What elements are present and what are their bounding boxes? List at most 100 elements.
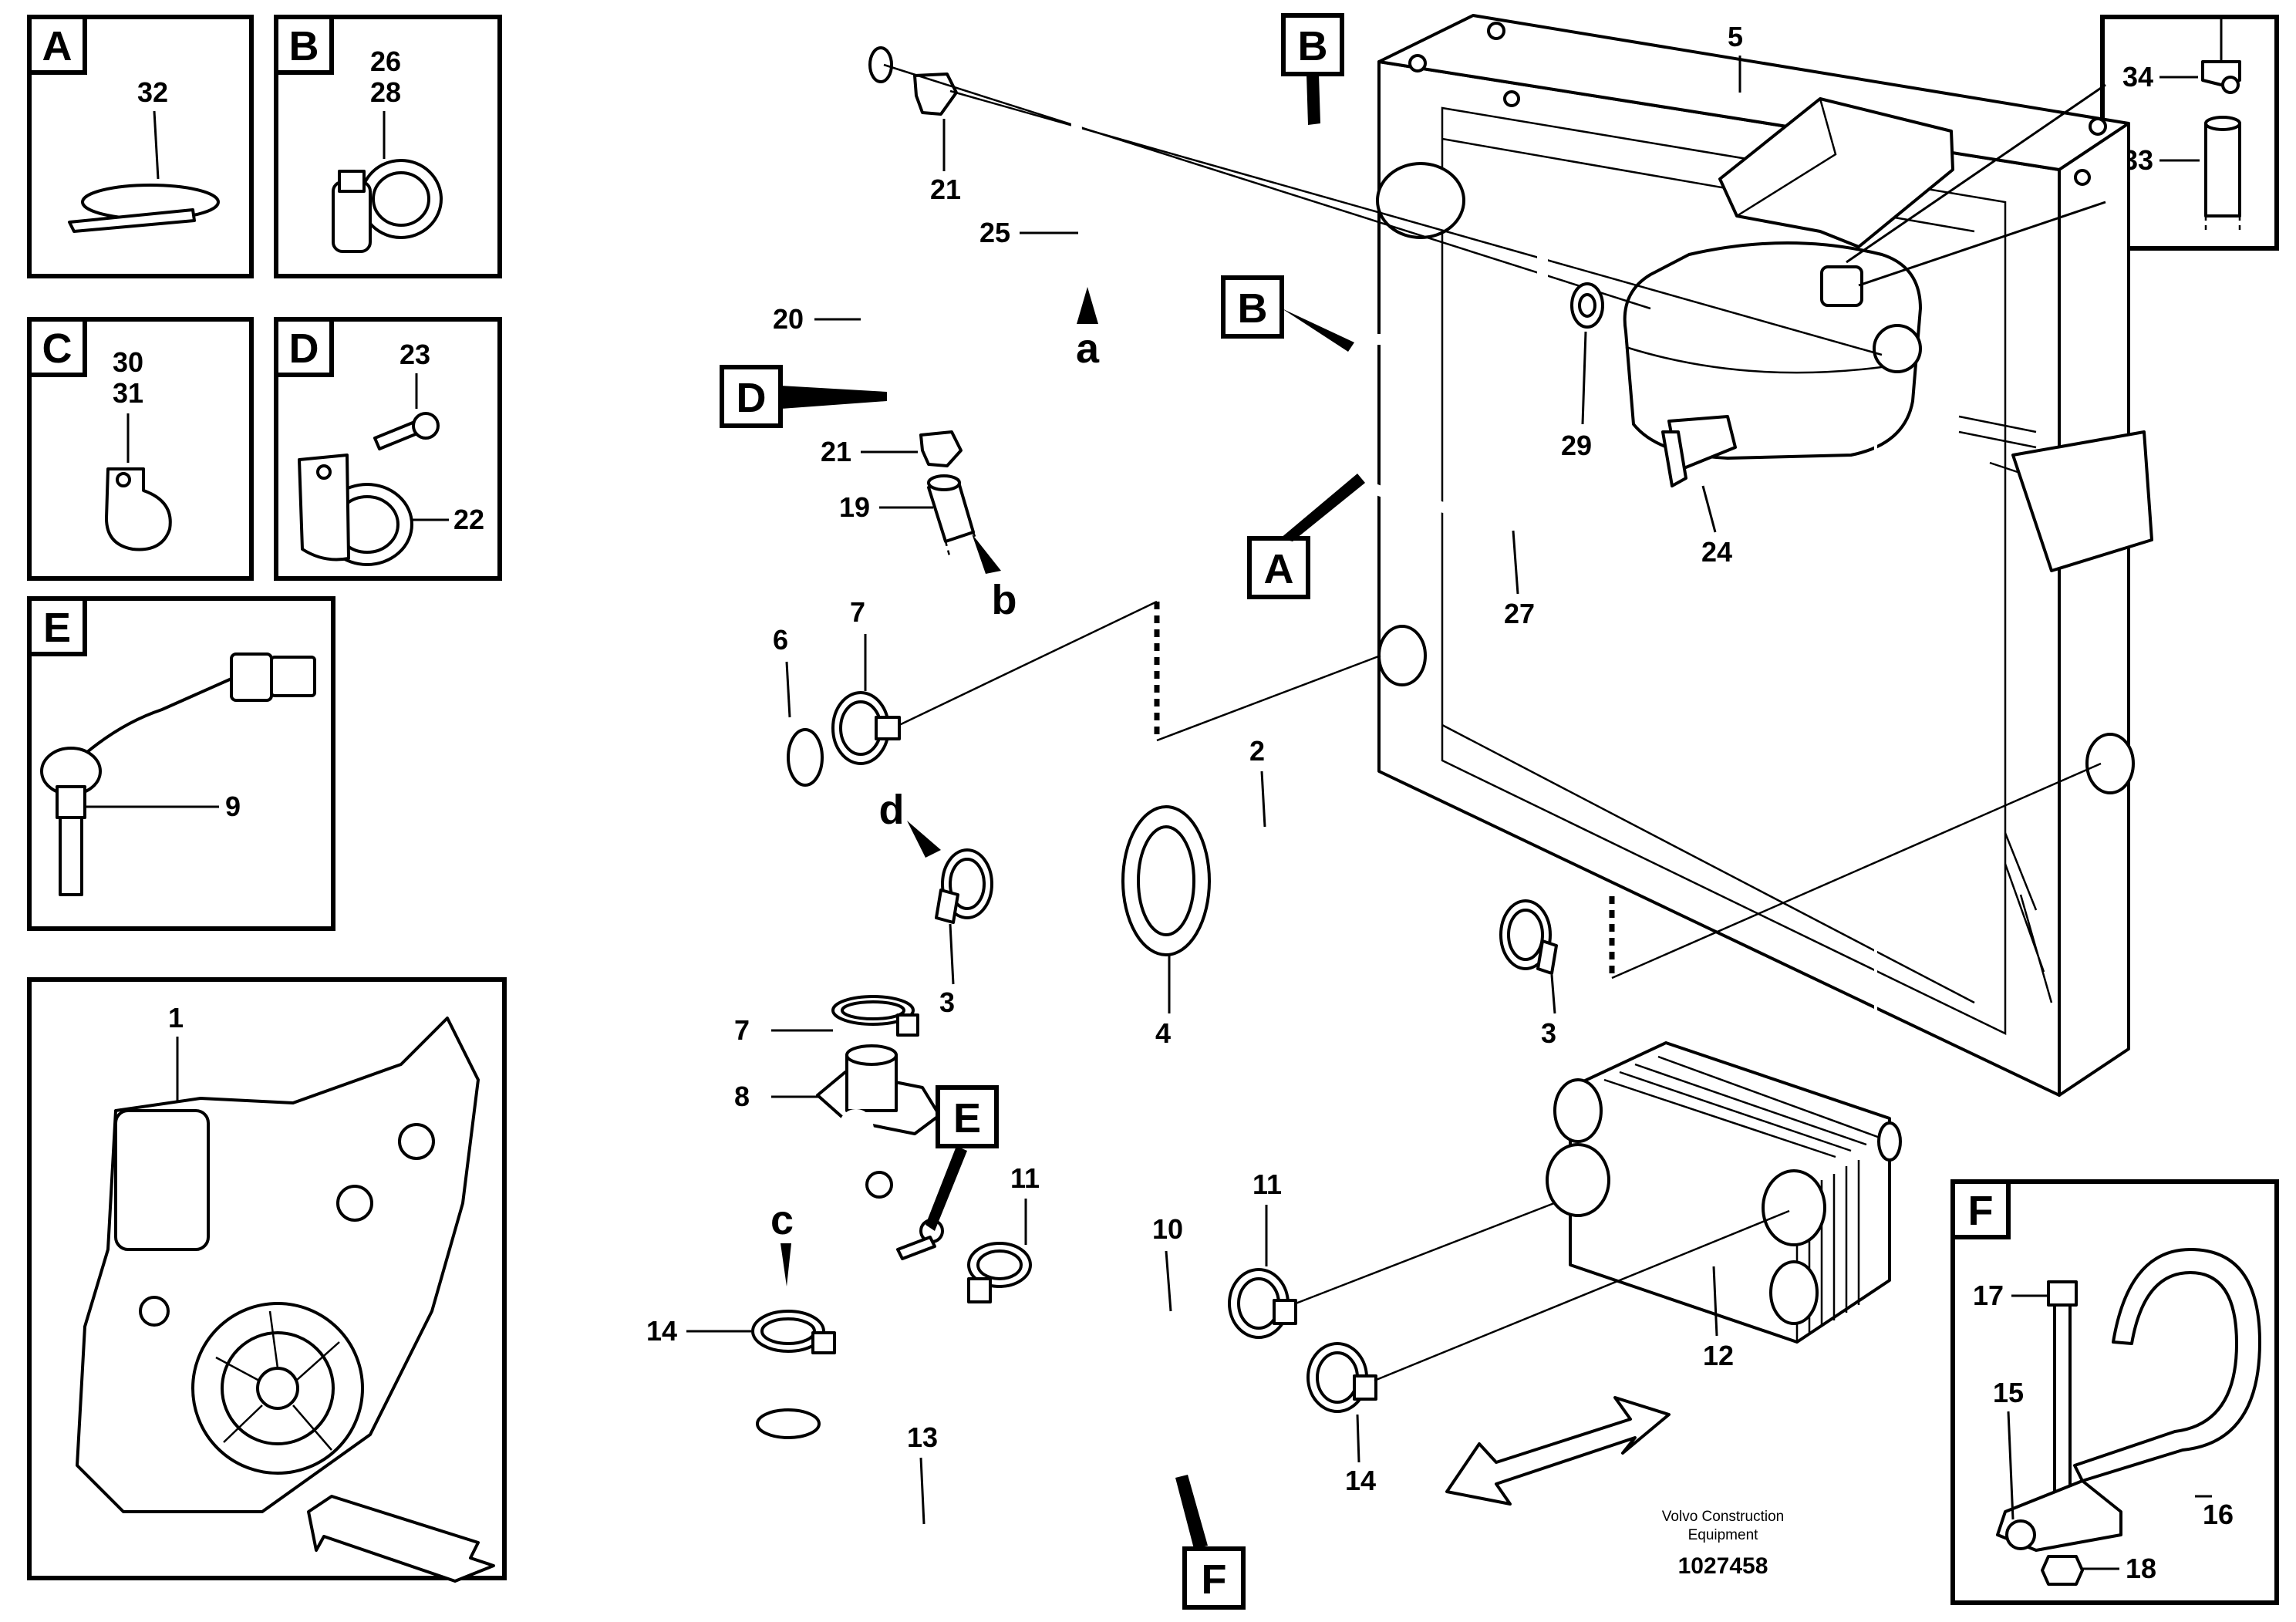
part-4-label: 4 <box>1155 1017 1171 1049</box>
clamp-3-left <box>935 848 993 924</box>
part-14-right-label: 14 <box>1345 1465 1376 1496</box>
main-tag-b-mid: B <box>1238 285 1268 332</box>
part-26-label: 26 <box>370 46 401 77</box>
breather-hose-icon <box>2204 116 2241 231</box>
part-5-label: 5 <box>1728 21 1743 52</box>
tag-f-arrow-icon <box>1175 1475 1208 1549</box>
tag-d-arrow-icon <box>781 386 887 409</box>
water-pump-icon <box>76 1017 480 1513</box>
tag-b-mid-arrow-icon <box>1282 309 1354 352</box>
clamp-14-right <box>1306 1342 1377 1413</box>
ref-d-label: d <box>879 787 905 833</box>
hose-25 <box>1070 76 1332 269</box>
part-13-label: 13 <box>907 1421 938 1453</box>
pipe-bracket-icon <box>1996 1248 2261 1552</box>
hose-13 <box>750 1390 1279 1590</box>
part-15-label: 15 <box>1993 1377 2024 1408</box>
hose-6 <box>706 700 883 1020</box>
footer-brand-line1: Volvo Construction <box>1662 1509 1784 1525</box>
clamp-7-top <box>831 691 901 765</box>
part-29-label: 29 <box>1561 430 1592 461</box>
part-2-label: 2 <box>1249 735 1265 767</box>
tube-19 <box>927 474 981 559</box>
part-21-top-label: 21 <box>930 174 961 205</box>
pipe-2 <box>947 818 1555 984</box>
clamp-21-lower <box>919 430 963 467</box>
part-25-label: 25 <box>979 217 1010 248</box>
part-19-label: 19 <box>839 491 870 523</box>
ref-c-arrow-icon <box>781 1243 791 1286</box>
main-tag-a-mid: A <box>1264 546 1294 592</box>
part-6-label: 6 <box>773 624 788 656</box>
direction-arrow-icon <box>307 1495 495 1583</box>
part-3-right-label: 3 <box>1541 1017 1556 1049</box>
clamp-3-right <box>1499 899 1558 975</box>
bolt-icon <box>373 412 440 450</box>
ref-c-label: c <box>770 1197 794 1243</box>
part-32-label: 32 <box>137 76 168 108</box>
p-clip-icon <box>105 467 172 551</box>
inset-f-tag: F <box>1968 1188 1994 1234</box>
part-27-label: 27 <box>1504 598 1535 629</box>
inset-f: F 17 15 16 18 <box>1950 1179 2279 1605</box>
ref-a-label: a <box>1076 325 1100 372</box>
part-8-label: 8 <box>734 1081 750 1112</box>
main-tag-e: E <box>953 1095 981 1141</box>
clamp-21-top <box>913 73 958 116</box>
inset-b-tag: B <box>289 23 319 69</box>
inset-e: E 9 <box>27 596 335 931</box>
clamp-14-left <box>751 1310 836 1354</box>
clamp-11-left <box>967 1242 1032 1303</box>
footer-doc-number: 1027458 <box>1678 1553 1768 1579</box>
tank-bracket <box>1718 97 1954 248</box>
part-20-label: 20 <box>773 303 804 335</box>
part-16-label: 16 <box>2203 1499 2234 1530</box>
tag-b-top-arrow-icon <box>1306 74 1320 125</box>
cable-tie-icon <box>68 184 220 233</box>
footer-brand-line2: Equipment <box>1688 1527 1759 1543</box>
clamp-29 <box>1570 282 1604 329</box>
part-34-label: 34 <box>2122 61 2153 93</box>
part-30-label: 30 <box>113 346 143 378</box>
part-11-left-label: 11 <box>1010 1162 1040 1194</box>
tag-a-mid-arrow-icon <box>1280 474 1365 541</box>
hose-clamp-icon <box>332 159 443 253</box>
part-11-right-label: 11 <box>1253 1168 1282 1200</box>
flow-direction-arrow-icon <box>1445 1396 1671 1506</box>
part-10-label: 10 <box>1152 1213 1183 1245</box>
part-9-label: 9 <box>225 791 241 822</box>
hose-10 <box>1008 1278 1252 1400</box>
ref-b-arrow-icon <box>972 534 1001 574</box>
clamp-11-right <box>1228 1268 1297 1339</box>
temperature-sensor-icon <box>40 653 316 896</box>
clamp-with-clip-icon <box>298 454 413 566</box>
inset-b: B 26 28 <box>274 15 502 278</box>
inset-d-tag: D <box>289 325 319 372</box>
bracket-nut-icon <box>2041 1555 2084 1586</box>
part-18-label: 18 <box>2126 1553 2156 1584</box>
breather-clip-icon <box>2201 19 2241 94</box>
part-22-label: 22 <box>453 504 484 535</box>
inset-a-tag: A <box>42 23 72 69</box>
part-23-label: 23 <box>400 339 430 370</box>
inset-water-pump: 1 <box>27 977 507 1583</box>
part-28-label: 28 <box>370 76 401 108</box>
inset-a: A 32 <box>27 15 254 278</box>
ref-a-arrow-icon <box>1077 287 1098 324</box>
tag-e-arrow-icon <box>925 1146 967 1231</box>
part-7-lower-label: 7 <box>734 1014 750 1046</box>
fitting-8 <box>816 1044 1015 1288</box>
part-24-label: 24 <box>1701 536 1732 568</box>
ref-b-label: b <box>992 577 1017 623</box>
part-3-left-label: 3 <box>939 986 955 1018</box>
part-12-label: 12 <box>1703 1340 1734 1371</box>
inset-breather: 34 33 <box>2100 15 2279 251</box>
part-31-label: 31 <box>113 377 143 409</box>
clamp-7-lower <box>831 995 919 1037</box>
main-tag-f: F <box>1202 1556 1227 1603</box>
ref-d-arrow-icon <box>907 821 941 858</box>
part-21-lower-label: 21 <box>821 436 851 467</box>
hose-20 <box>755 23 932 446</box>
main-tag-d: D <box>737 375 767 421</box>
